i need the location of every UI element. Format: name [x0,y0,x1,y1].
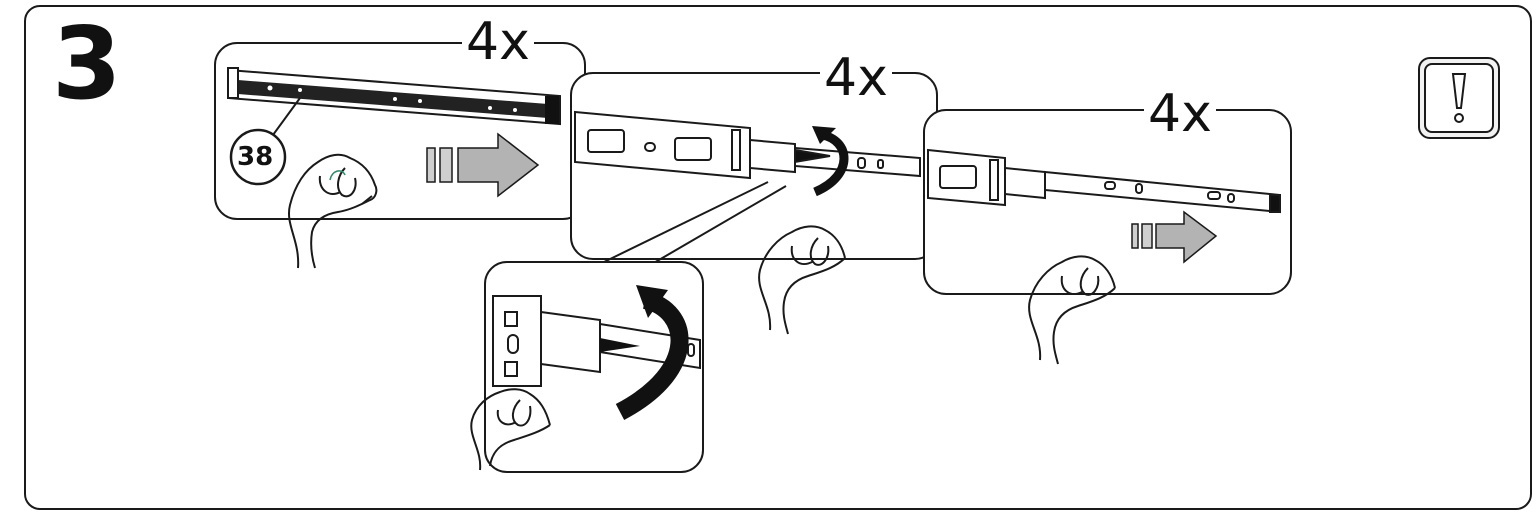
panel-3 [923,109,1292,365]
warning-inner [1424,63,1494,133]
panel-1 [214,42,586,269]
drawer-rail [227,67,561,126]
exclamation-icon [1451,73,1467,123]
instruction-frame [24,5,1532,510]
rotate-arrow-icon [813,130,849,197]
drawer-rail [574,110,921,180]
quantity-label: 4x [1144,88,1216,140]
panel-zoom-detail [470,261,704,473]
panel-2 [570,72,938,335]
hand-icon [288,153,378,269]
part-callout-circle [229,128,287,186]
rotate-arrow-icon [615,291,689,420]
hand-icon [758,225,846,335]
quantity-label: 4x [462,16,534,68]
drawer-rail [927,148,1281,214]
push-direction-arrow [1131,210,1218,264]
warning-box [1418,57,1500,139]
quantity-label: 4x [820,52,892,104]
hand-icon [470,388,551,471]
step-number: 3 [52,5,122,122]
hand-icon [1028,255,1116,365]
push-direction-arrow [426,132,540,198]
part-number: 38 [237,142,274,172]
